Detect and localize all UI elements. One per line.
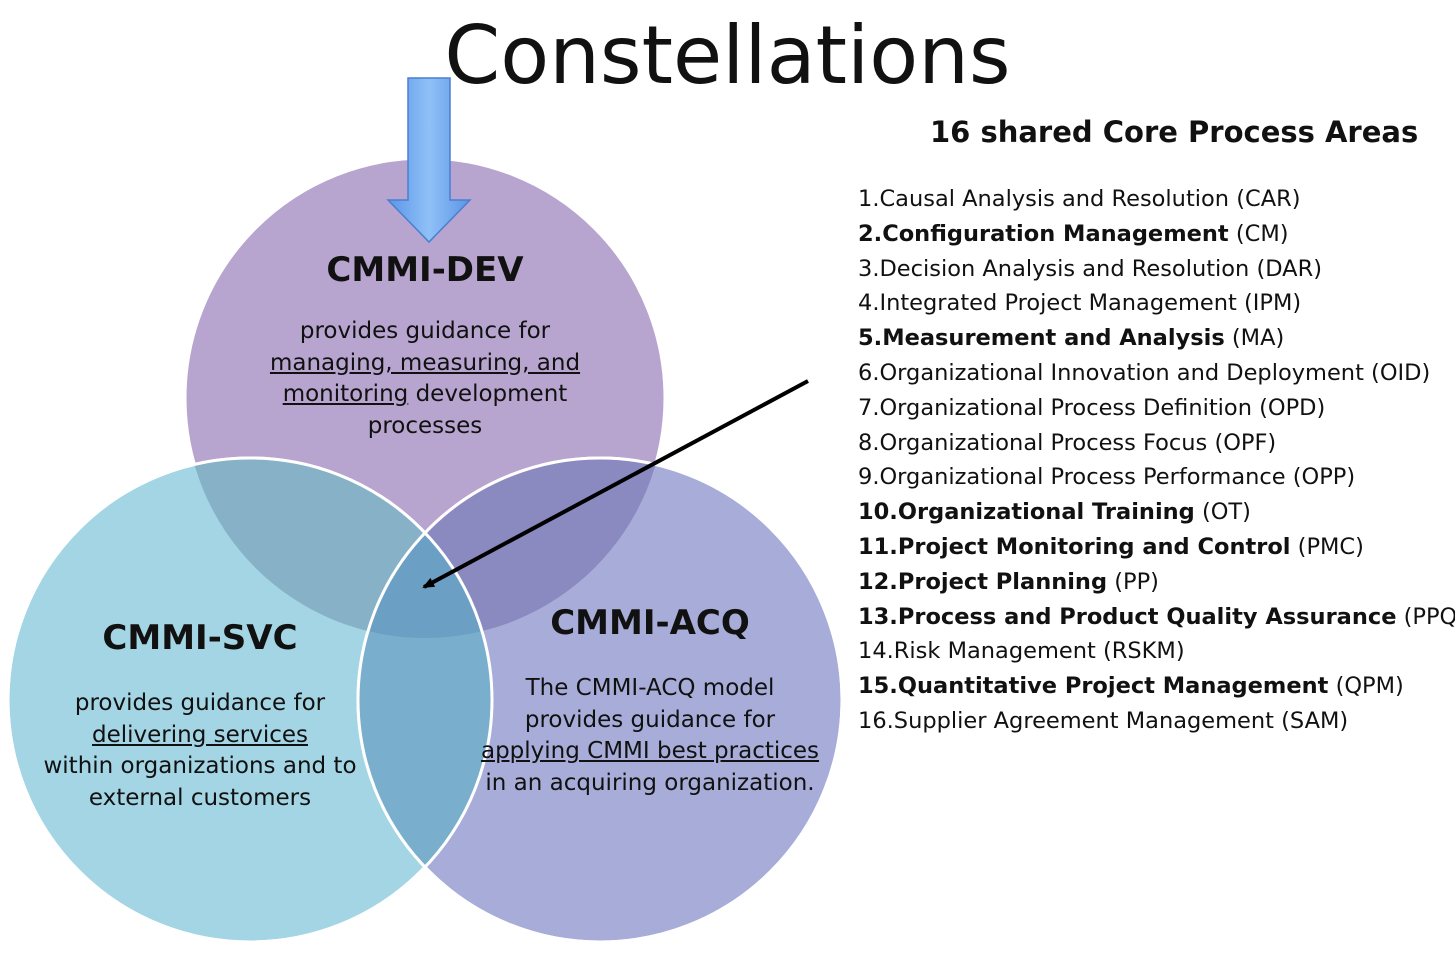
- cmmi-acq-desc-post: in an acquiring organization.: [485, 769, 815, 796]
- cmmi-acq-desc-pre: The CMMI-ACQ model provides guidance for: [524, 675, 776, 733]
- cmmi-svc-desc-pre: provides guidance for: [74, 690, 326, 716]
- list-item: 11.Project Monitoring and Control (PMC): [858, 533, 1364, 560]
- list-item: 14.Risk Management (RSKM): [858, 638, 1185, 665]
- pointer-arrow-icon: [422, 379, 809, 589]
- list-item: 13.Process and Product Quality Assurance…: [858, 603, 1455, 630]
- core-process-areas-panel: 16 shared Core Process Areas 1.Causal An…: [858, 112, 1455, 739]
- cmmi-acq-heading: CMMI-ACQ: [550, 603, 750, 643]
- cmmi-svc-desc-emphasis: delivering services: [92, 721, 308, 748]
- core-process-areas-heading: 16 shared Core Process Areas: [930, 115, 1419, 149]
- cmmi-dev-desc-pre: provides guidance for: [299, 318, 551, 344]
- list-item: 8.Organizational Process Focus (OPF): [858, 429, 1277, 456]
- dev-acq-overlap: [358, 458, 665, 638]
- cmmi-dev-label-group: CMMI-DEV provides guidance for managing,…: [225, 250, 625, 442]
- list-item: 3.Decision Analysis and Resolution (DAR): [858, 255, 1322, 282]
- cmmi-dev-desc-emphasis: managing, measuring, and monitoring: [269, 349, 581, 408]
- acq-outline: [356, 456, 844, 944]
- list-item: 2.Configuration Management (CM): [858, 220, 1289, 247]
- cmmi-acq-description: The CMMI-ACQ model provides guidance for…: [480, 673, 820, 799]
- cmmi-svc-label-group: CMMI-SVC provides guidance for deliverin…: [20, 618, 380, 814]
- dev-svc-overlap: [185, 458, 492, 638]
- cmmi-dev-description: provides guidance for managing, measurin…: [225, 316, 625, 442]
- cmmi-dev-desc-post: development processes: [367, 381, 568, 439]
- cmmi-acq-label-group: CMMI-ACQ The CMMI-ACQ model provides gui…: [480, 603, 820, 799]
- cmmi-dev-heading: CMMI-DEV: [326, 250, 524, 290]
- list-item: 5.Measurement and Analysis (MA): [858, 325, 1285, 352]
- list-item: 6.Organizational Innovation and Deployme…: [858, 359, 1431, 386]
- cmmi-svc-desc-post: within organizations and to external cus…: [43, 753, 357, 811]
- list-item: 10.Organizational Training (OT): [858, 499, 1251, 526]
- svc-outline: [6, 456, 494, 944]
- down-arrow-icon: [386, 77, 472, 244]
- list-item: 15.Quantitative Project Management (QPM): [858, 673, 1404, 700]
- cmmi-svc-description: provides guidance for delivering service…: [20, 688, 380, 814]
- page-title: Constellations: [444, 9, 1011, 102]
- list-item: 1.Causal Analysis and Resolution (CAR): [858, 186, 1301, 212]
- list-item: 7.Organizational Process Definition (OPD…: [858, 394, 1326, 421]
- list-item: 12.Project Planning (PP): [858, 568, 1159, 595]
- core-process-areas-list: 1.Causal Analysis and Resolution (CAR) 2…: [858, 182, 1455, 739]
- cmmi-acq-desc-emphasis: applying CMMI best practices: [480, 738, 820, 764]
- list-item: 4.Integrated Project Management (IPM): [858, 290, 1302, 317]
- list-item: 16.Supplier Agreement Management (SAM): [858, 707, 1349, 734]
- list-item: 9.Organizational Process Performance (OP…: [858, 464, 1356, 491]
- cmmi-svc-heading: CMMI-SVC: [102, 618, 298, 658]
